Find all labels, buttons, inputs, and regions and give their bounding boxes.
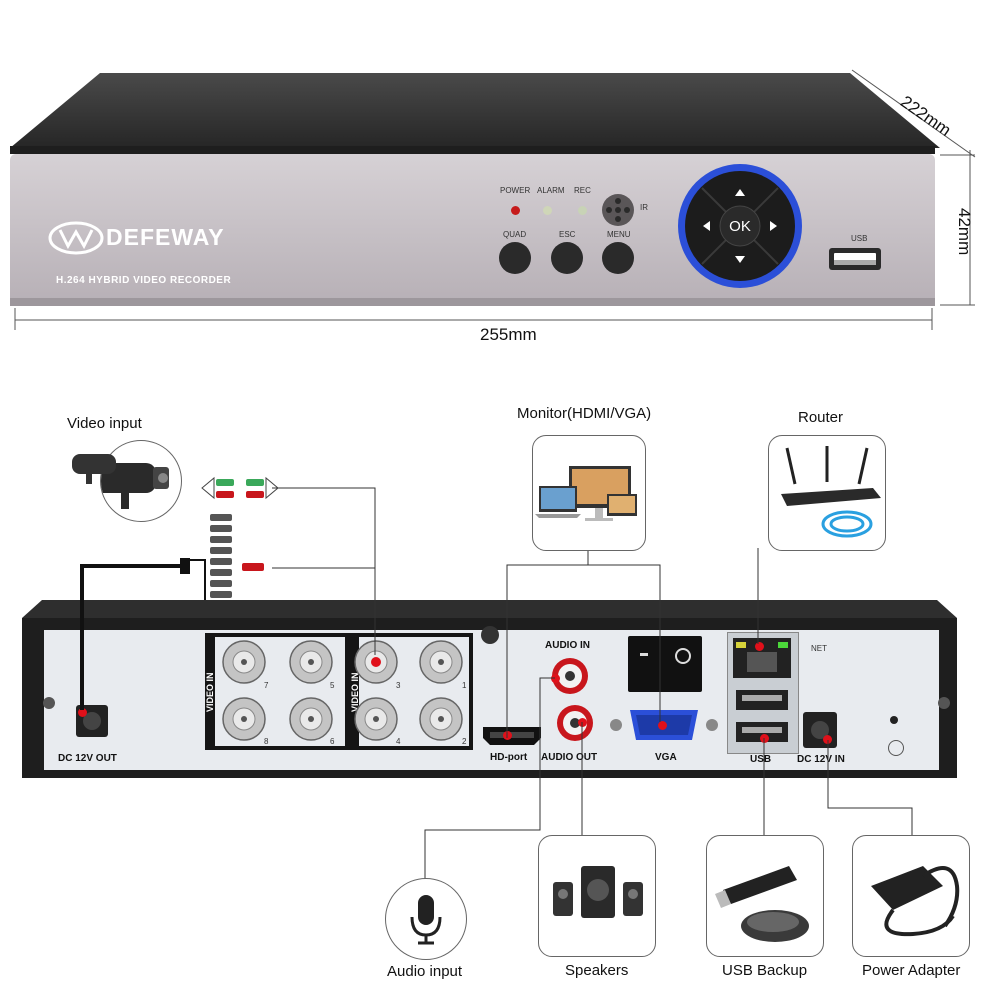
rear-usb-port-top-icon — [736, 690, 788, 710]
usb-backup-label: USB Backup — [722, 962, 808, 979]
rear-usb-label: USB — [750, 754, 772, 765]
usb-backup-thumbnail — [706, 835, 824, 957]
router-thumbnail — [768, 435, 886, 551]
dc-in-label: DC 12V IN — [797, 754, 845, 765]
quad-button[interactable] — [499, 242, 531, 274]
camera-cable-connectors-icon — [200, 476, 280, 502]
dc-out-label: DC 12V OUT — [58, 753, 117, 764]
power-plug-red-icon — [242, 563, 264, 571]
audio-in-marker — [551, 674, 560, 683]
channel-4-label: 4 — [396, 737, 401, 746]
vga-marker — [658, 721, 667, 730]
menu-button-label: MENU — [607, 230, 631, 239]
ir-label: IR — [640, 203, 648, 212]
hd-port-marker — [503, 731, 512, 740]
channel-5-label: 5 — [330, 681, 335, 690]
indicator-power-label: POWER — [500, 186, 531, 195]
speakers-thumbnail — [538, 835, 656, 957]
audio-out-marker — [578, 718, 587, 727]
dc-in-marker — [823, 735, 832, 744]
camera-thumbnail — [100, 440, 182, 522]
monitor-label: Monitor(HDMI/VGA) — [517, 405, 652, 422]
recorder-subtitle: H.264 HYBRID VIDEO RECORDER — [56, 275, 232, 286]
dc-in-jack-icon — [803, 712, 837, 748]
channel-7-label: 7 — [264, 681, 269, 690]
brand-name: DEFEWAY — [106, 224, 225, 250]
net-label: NET — [811, 644, 827, 653]
channel-2-label: 2 — [462, 737, 467, 746]
screw-hole-icon — [890, 716, 898, 724]
channel-1-label: 1 — [462, 681, 467, 690]
menu-button[interactable] — [602, 242, 634, 274]
audio-out-jack-icon — [555, 703, 595, 743]
front-usb-port-icon[interactable] — [829, 248, 881, 270]
power-adapter-label: Power Adapter — [862, 962, 961, 979]
cable-bundle-icon — [200, 512, 240, 607]
channel-6-label: 6 — [330, 737, 335, 746]
net-marker — [755, 642, 764, 651]
rec-led-icon — [578, 206, 587, 215]
ir-sensor-icon — [601, 193, 635, 227]
vga-label: VGA — [655, 752, 677, 763]
audio-in-label: AUDIO IN — [545, 640, 590, 651]
indicator-rec-label: REC — [574, 186, 591, 195]
video-input-label: Video input — [67, 415, 142, 432]
power-led-icon — [511, 206, 520, 215]
esc-button[interactable] — [551, 242, 583, 274]
esc-button-label: ESC — [559, 230, 576, 239]
brand-logo-icon — [48, 218, 104, 258]
channel-8-label: 8 — [264, 737, 269, 746]
ok-button[interactable]: OK — [729, 218, 751, 235]
speakers-label: Speakers — [565, 962, 629, 979]
monitor-thumbnail — [532, 435, 646, 551]
power-switch[interactable] — [628, 636, 702, 692]
audio-input-label: Audio input — [387, 963, 463, 980]
alarm-led-icon — [543, 206, 552, 215]
hd-port-label: HD-port — [490, 752, 528, 763]
audio-out-label: AUDIO OUT — [541, 752, 598, 763]
router-label: Router — [798, 409, 844, 426]
quad-button-label: QUAD — [503, 230, 527, 239]
width-dimension: 255mm — [480, 325, 537, 344]
dc-out-marker — [78, 708, 87, 717]
usb-marker — [760, 734, 769, 743]
navigation-dpad[interactable] — [676, 162, 804, 290]
power-adapter-thumbnail — [852, 835, 970, 957]
camera-icon — [70, 448, 120, 488]
front-usb-label: USB — [851, 234, 868, 243]
microphone-thumbnail — [385, 878, 467, 960]
indicator-alarm-label: ALARM — [537, 186, 565, 195]
channel-3-label: 3 — [396, 681, 401, 690]
rear-usb-port-bottom-icon — [736, 722, 788, 742]
ground-icon — [888, 740, 904, 756]
hd-port-icon — [482, 726, 542, 746]
